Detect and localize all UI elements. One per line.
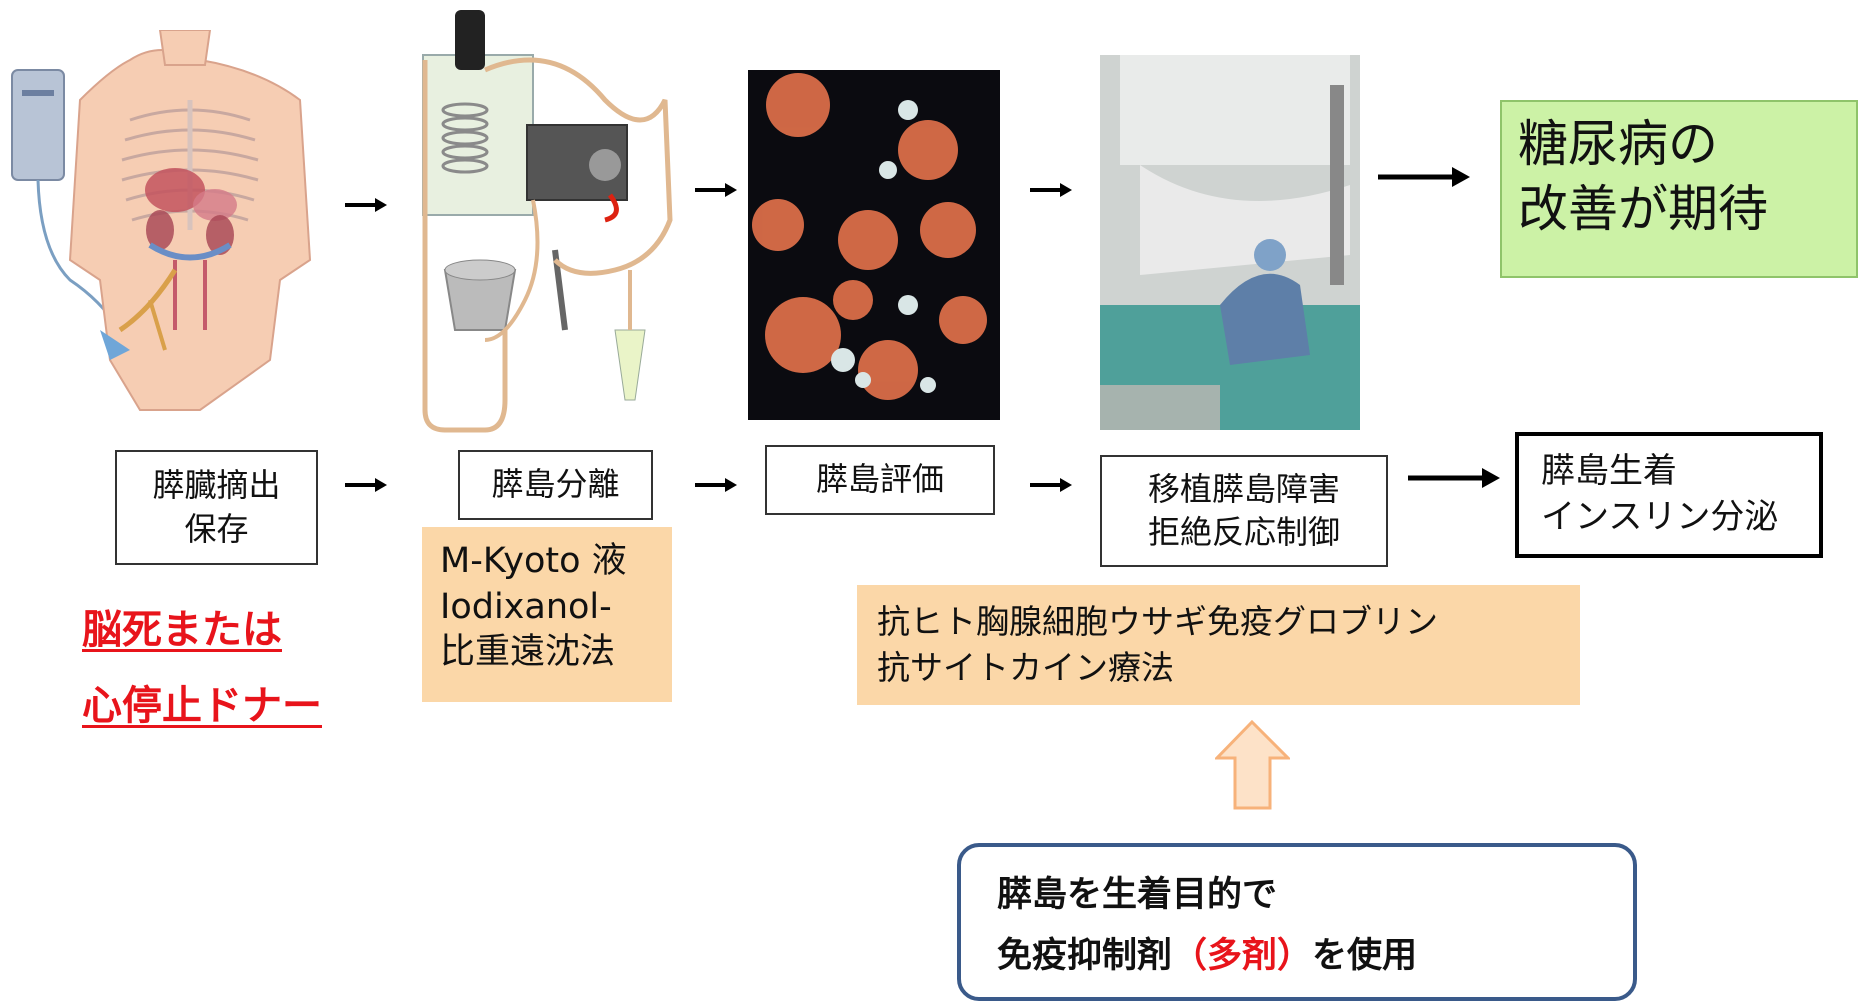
- callout-use-text: を使用: [1312, 936, 1418, 977]
- therapy-line2: 抗サイトカイン療法: [877, 648, 1174, 688]
- step-3-line1: 膵島評価: [815, 460, 944, 499]
- isolation-apparatus-illustration: [405, 0, 680, 440]
- step-2-line1: 膵島分離: [491, 465, 620, 504]
- arrow-4-bottom: [1408, 466, 1503, 494]
- step-1-line2: 保存: [184, 509, 249, 548]
- arrow-3-bottom: [1030, 475, 1075, 499]
- donor-line1: 脳死または: [82, 607, 282, 653]
- arrow-2-bottom: [695, 475, 740, 499]
- step-box-pancreas-removal: 膵臓摘出 保存: [115, 450, 318, 565]
- arrow-2-top: [695, 180, 740, 204]
- step-4-line1: 移植膵島障害: [1147, 469, 1340, 508]
- arrow-4-top: [1378, 165, 1473, 193]
- callout-line2: 免疫抑制剤（多剤）を使用: [997, 926, 1597, 987]
- transplant-procedure-photo: [1100, 55, 1360, 430]
- step-5-line1: 膵島生着: [1541, 451, 1677, 492]
- step-box-rejection-control: 移植膵島障害 拒絶反応制御: [1100, 455, 1388, 567]
- outcome-line2: 改善が期待: [1518, 180, 1768, 238]
- isolation-method-note: M-Kyoto 液 Iodixanol- 比重遠沈法: [422, 527, 672, 702]
- step-4-line2: 拒絶反応制御: [1147, 513, 1340, 551]
- arrow-1-top: [345, 195, 390, 219]
- isolation-line1: M-Kyoto 液: [440, 541, 627, 581]
- donor-line2: 心停止ドナー: [82, 683, 322, 729]
- donor-label: 脳死または 心停止ドナー: [82, 592, 322, 744]
- donor-body-illustration: [0, 30, 330, 430]
- isolation-line2: Iodixanol-: [440, 586, 612, 627]
- step-5-line2: インスリン分泌: [1541, 497, 1779, 537]
- islet-micrograph: [748, 70, 1000, 420]
- step-box-islet-engraftment: 膵島生着 インスリン分泌: [1515, 432, 1823, 558]
- arrow-1-bottom: [345, 475, 390, 499]
- callout-line1: 膵島を生着目的で: [997, 875, 1278, 915]
- immunotherapy-note: 抗ヒト胸腺細胞ウサギ免疫グロブリン 抗サイトカイン療法: [857, 585, 1580, 705]
- outcome-box: 糖尿病の 改善が期待: [1500, 100, 1858, 278]
- therapy-line1: 抗ヒト胸腺細胞ウサギ免疫グロブリン: [877, 602, 1438, 641]
- immunosuppressant-callout: 膵島を生着目的で 免疫抑制剤（多剤）を使用: [957, 843, 1637, 1001]
- arrow-3-top: [1030, 180, 1075, 204]
- callout-drug-text: 免疫抑制剤: [997, 936, 1173, 977]
- step-box-islet-isolation: 膵島分離: [458, 450, 653, 520]
- up-arrow: [1213, 719, 1292, 814]
- outcome-line1: 糖尿病の: [1518, 115, 1718, 173]
- isolation-line3: 比重遠沈法: [440, 632, 616, 672]
- callout-multi-drug: （多剤）: [1172, 936, 1313, 977]
- step-box-islet-evaluation: 膵島評価: [765, 445, 995, 515]
- step-1-line1: 膵臓摘出: [152, 466, 281, 505]
